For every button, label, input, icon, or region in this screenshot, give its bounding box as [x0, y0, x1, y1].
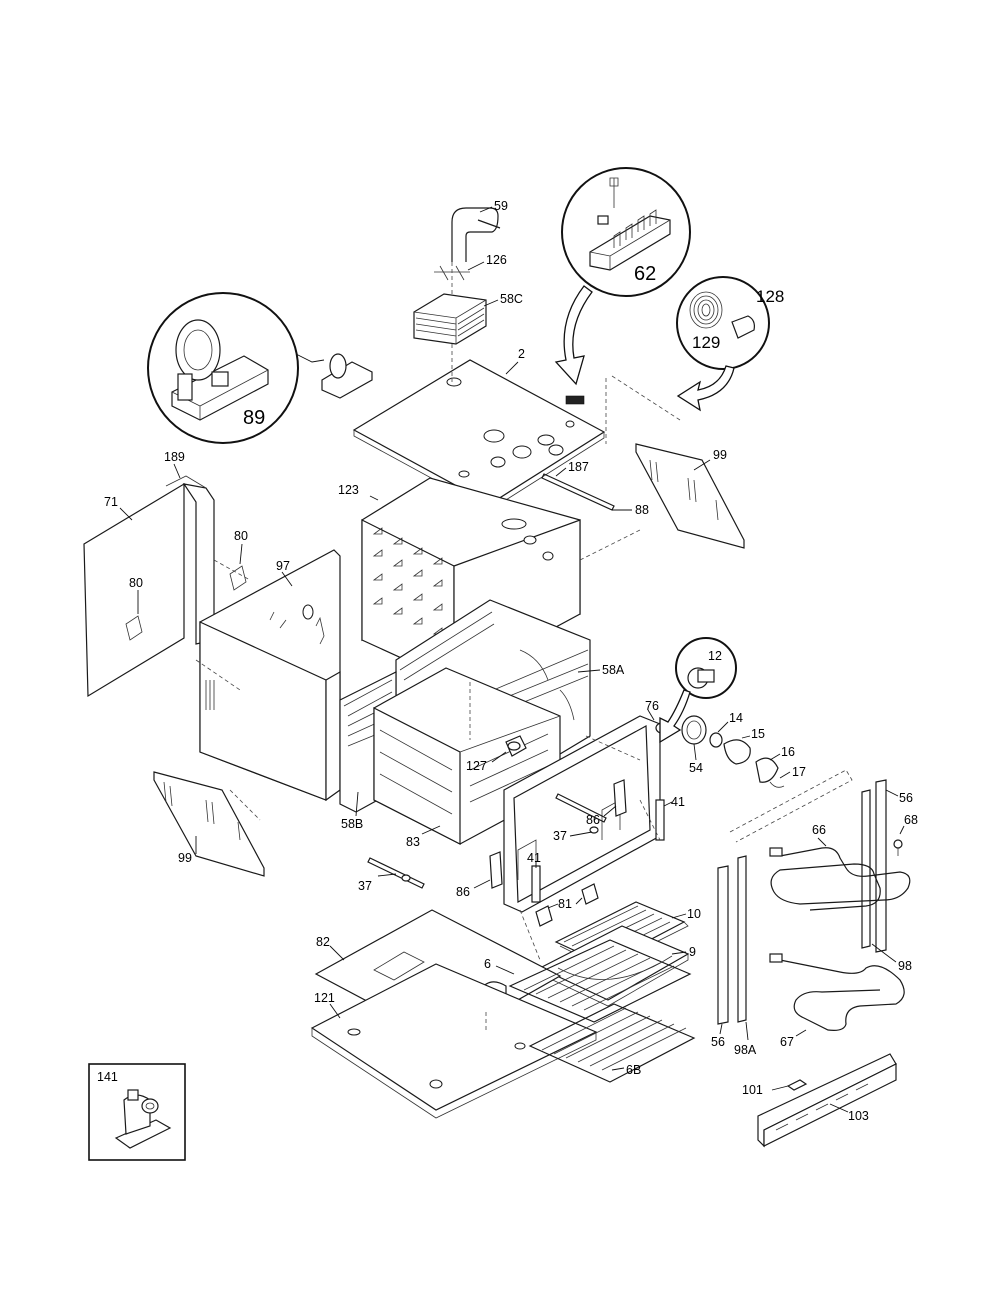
- part-121-bottom-pan: 121: [310, 963, 598, 1119]
- part-41-hinge-receiver-right: 41: [655, 795, 685, 841]
- part-14-lamp-gasket: 14: [709, 711, 743, 748]
- part-141-boxed-valve: 141: [88, 1063, 186, 1161]
- part-98-rail: 98: [861, 789, 912, 973]
- part-68-key: 68: [893, 813, 918, 856]
- label-88: 88: [635, 503, 649, 517]
- label-103: 103: [848, 1109, 869, 1123]
- part-58C-insulation: 58C: [413, 292, 523, 345]
- label-58C: 58C: [500, 292, 523, 306]
- part-103-kick-plate: 101 103: [742, 1053, 897, 1148]
- label-67: 67: [780, 1035, 794, 1049]
- label-17: 17: [792, 765, 806, 779]
- label-99-upper: 99: [713, 448, 727, 462]
- label-86-left: 86: [456, 885, 470, 899]
- part-67-broil-element: 67: [769, 953, 905, 1049]
- part-80-bracket-upper: 80: [229, 529, 248, 591]
- label-86-right: 86: [586, 813, 600, 827]
- label-15: 15: [751, 727, 765, 741]
- part-86-hinge-right: 86: [586, 779, 627, 827]
- label-80-upper: 80: [234, 529, 248, 543]
- label-101: 101: [742, 1083, 763, 1097]
- label-81: 81: [558, 897, 572, 911]
- label-68: 68: [904, 813, 918, 827]
- part-126-bracket: 126: [434, 253, 507, 300]
- part-37-burner-tube-upper: 37: [553, 793, 607, 843]
- part-81-brackets: 81: [535, 883, 599, 927]
- label-80-lower: 80: [129, 576, 143, 590]
- part-99-rear-panel-lower: 99: [153, 771, 265, 877]
- label-56-upper: 56: [899, 791, 913, 805]
- part-41-hinge-receiver-left: 41: [527, 851, 541, 903]
- label-126: 126: [486, 253, 507, 267]
- part-86-hinge-left: 86: [456, 851, 503, 899]
- part-99-rear-panel-upper: 99: [605, 375, 745, 549]
- label-187: 187: [568, 460, 589, 474]
- part-97-left-panel: 97: [199, 549, 341, 802]
- callout-128-129-orifice: 128 129: [676, 276, 784, 412]
- label-98A: 98A: [734, 1043, 757, 1057]
- part-187-88-rod: 187 88: [541, 460, 649, 517]
- label-62: 62: [634, 263, 656, 285]
- part-98A-rail: 98A: [734, 855, 757, 1057]
- label-89: 89: [243, 407, 265, 429]
- part-71-side-panel: 71 189 80: [83, 450, 215, 698]
- part-16-lamp-cover: 16: [755, 745, 795, 783]
- label-16: 16: [781, 745, 795, 759]
- label-141: 141: [97, 1070, 118, 1084]
- label-58A: 58A: [602, 663, 625, 677]
- part-15-light-bulb: 15: [723, 727, 765, 765]
- label-41-right: 41: [671, 795, 685, 809]
- part-37-burner-tube-lower: 37: [358, 857, 425, 893]
- part-6B-oven-rack: 6B: [528, 1003, 696, 1083]
- part-56-rail-lower: 56: [711, 865, 729, 1049]
- label-71: 71: [104, 495, 118, 509]
- label-6: 6: [484, 957, 491, 971]
- alignment-lines: [195, 529, 661, 1032]
- label-189: 189: [164, 450, 185, 464]
- label-82: 82: [316, 935, 330, 949]
- label-98: 98: [898, 959, 912, 973]
- label-83: 83: [406, 835, 420, 849]
- label-56-lower: 56: [711, 1035, 725, 1049]
- part-59-gas-tube: 59: [451, 199, 508, 262]
- part-127-igniter: 127: [466, 735, 527, 773]
- label-99-lower: 99: [178, 851, 192, 865]
- callout-12-lamp-socket: 12: [659, 637, 737, 744]
- label-37-lower: 37: [358, 879, 372, 893]
- label-66: 66: [812, 823, 826, 837]
- label-37-upper: 37: [553, 829, 567, 843]
- callout-62-manifold-bracket: 62: [554, 167, 691, 386]
- label-59: 59: [494, 199, 508, 213]
- label-54: 54: [689, 761, 703, 775]
- callout-89-thermostat: 89: [147, 292, 373, 444]
- label-121: 121: [314, 991, 335, 1005]
- part-54-lamp-housing: 54: [681, 715, 707, 775]
- label-2: 2: [518, 347, 525, 361]
- label-12: 12: [708, 649, 722, 663]
- label-58B: 58B: [341, 817, 363, 831]
- label-128: 128: [756, 287, 784, 306]
- label-9: 9: [689, 945, 696, 959]
- part-2-top-panel: 2: [352, 344, 606, 511]
- rear-panel-outline: [729, 769, 853, 843]
- label-123: 123: [338, 483, 359, 497]
- label-10: 10: [687, 907, 701, 921]
- part-17-lamp-clip: 17: [769, 765, 806, 788]
- label-41-left: 41: [527, 851, 541, 865]
- part-56-rail-upper: 56: [875, 779, 913, 953]
- part-6-oven-rack: 6: [484, 939, 692, 1023]
- label-129: 129: [692, 333, 720, 352]
- label-127: 127: [466, 759, 487, 773]
- label-97: 97: [276, 559, 290, 573]
- label-14: 14: [729, 711, 743, 725]
- label-76: 76: [645, 699, 659, 713]
- part-66-bake-element: 66: [769, 823, 911, 911]
- label-6B: 6B: [626, 1063, 641, 1077]
